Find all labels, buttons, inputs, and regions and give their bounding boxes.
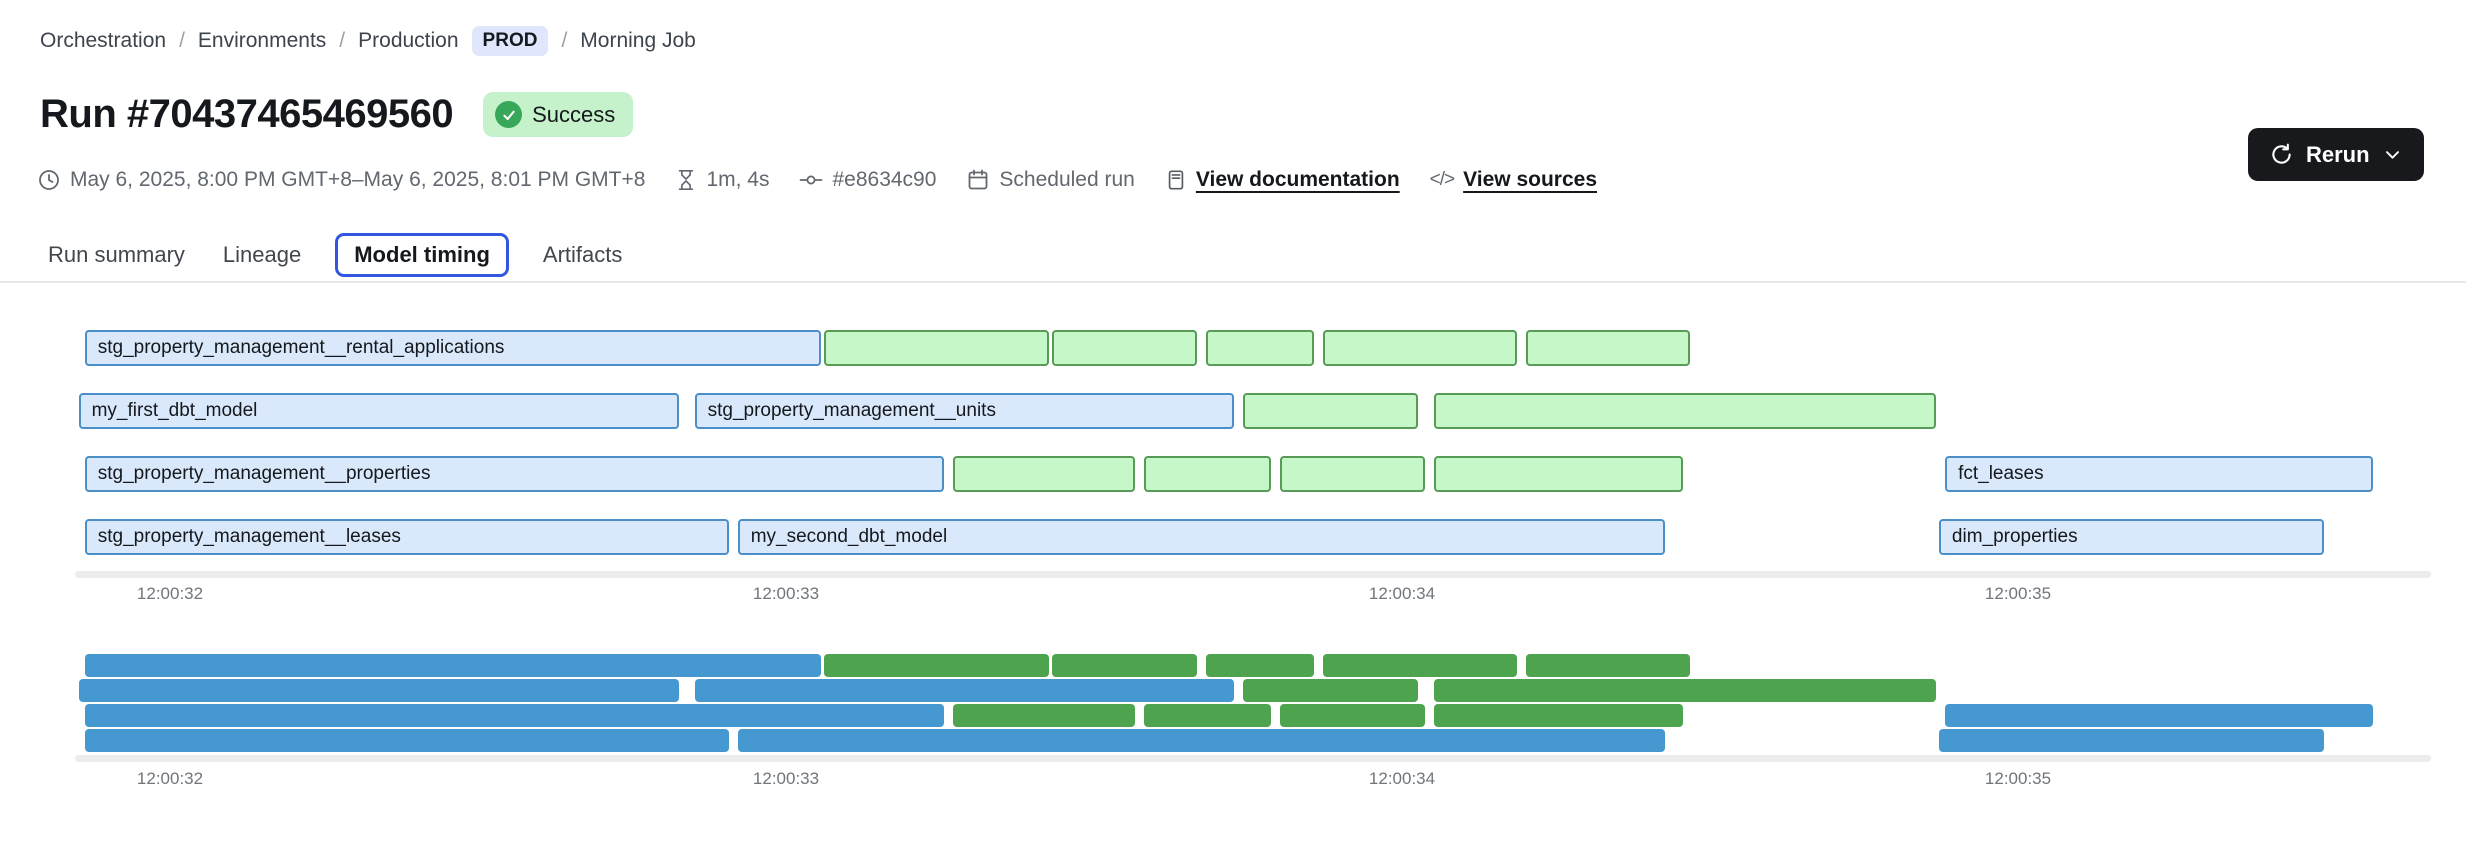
minimap-bar[interactable] xyxy=(78,679,680,702)
view-sources-link[interactable]: </> View sources xyxy=(1429,168,1598,191)
refresh-icon xyxy=(2272,143,2291,164)
tab-bar: Run summary Lineage Model timing Artifac… xyxy=(44,228,626,282)
time-tick-label: 12:00:33 xyxy=(752,769,820,788)
gantt-bar[interactable] xyxy=(1433,393,1936,429)
run-trigger: Scheduled run xyxy=(966,168,1135,192)
model-name-label: fct_leases xyxy=(1958,463,2044,484)
gantt-bar[interactable] xyxy=(1279,456,1425,492)
minimap-bar[interactable] xyxy=(1144,704,1271,727)
gantt-bar[interactable]: dim_properties xyxy=(1938,519,2324,555)
environment-badge: PROD xyxy=(471,26,549,56)
gantt-bar[interactable] xyxy=(1051,330,1197,366)
status-badge: Success xyxy=(483,92,634,137)
breadcrumb-separator: / xyxy=(179,29,185,52)
model-name-label: my_first_dbt_model xyxy=(91,400,258,421)
breadcrumb-separator: / xyxy=(561,29,568,52)
minimap-bar[interactable] xyxy=(1945,704,2374,727)
commit-sha: #e8634c90 xyxy=(799,168,936,192)
gantt-scrollbar[interactable] xyxy=(75,571,2431,578)
model-name-label: stg_property_management__units xyxy=(707,400,996,421)
page-title: Run #70437465469560 xyxy=(40,92,454,136)
minimap-bar[interactable] xyxy=(1279,704,1425,727)
run-meta: May 6, 2025, 8:00 PM GMT+8–May 6, 2025, … xyxy=(37,168,1597,192)
model-name-label: stg_property_management__leases xyxy=(97,526,401,547)
minimap-bar[interactable] xyxy=(737,729,1665,752)
minimap-bar[interactable] xyxy=(1322,654,1518,677)
minimap-bar[interactable] xyxy=(84,654,821,677)
breadcrumb-morning-job[interactable]: Morning Job xyxy=(580,29,696,52)
rerun-label: Rerun xyxy=(2306,141,2370,167)
clock-icon xyxy=(39,170,59,190)
minimap-bar[interactable] xyxy=(953,704,1136,727)
model-name-label: stg_property_management__rental_applicat… xyxy=(97,337,505,358)
minimap-bar[interactable] xyxy=(1433,704,1684,727)
breadcrumb-separator: / xyxy=(339,29,346,52)
chevron-down-icon xyxy=(2385,151,2399,159)
rerun-button[interactable]: Rerun xyxy=(2248,128,2424,181)
document-icon xyxy=(1168,170,1184,190)
breadcrumb: Orchestration / Environments / Productio… xyxy=(40,26,696,56)
gantt-bar[interactable]: my_first_dbt_model xyxy=(78,393,680,429)
gantt-bar[interactable]: stg_property_management__rental_applicat… xyxy=(84,330,821,366)
model-name-label: dim_properties xyxy=(1951,526,2078,547)
minimap-bar[interactable] xyxy=(1433,679,1936,702)
gantt-bar[interactable]: my_second_dbt_model xyxy=(737,519,1665,555)
tab-artifacts[interactable]: Artifacts xyxy=(542,242,623,267)
minimap-bar[interactable] xyxy=(694,679,1234,702)
time-tick-label: 12:00:32 xyxy=(136,769,204,788)
tab-model-timing[interactable]: Model timing xyxy=(335,233,509,277)
minimap-bar[interactable] xyxy=(1938,729,2324,752)
gantt-bar[interactable] xyxy=(823,330,1049,366)
status-label: Success xyxy=(532,101,616,127)
tab-run-summary[interactable]: Run summary xyxy=(48,242,185,267)
minimap-bar[interactable] xyxy=(823,654,1049,677)
run-time-range: May 6, 2025, 8:00 PM GMT+8–May 6, 2025, … xyxy=(37,168,645,192)
tabs-divider xyxy=(0,281,2466,283)
view-documentation-link[interactable]: View documentation xyxy=(1165,168,1400,192)
breadcrumb-production[interactable]: Production xyxy=(358,29,459,52)
gantt-bar[interactable]: stg_property_management__leases xyxy=(84,519,729,555)
gantt-bar[interactable] xyxy=(1322,330,1518,366)
breadcrumb-environments[interactable]: Environments xyxy=(197,29,327,52)
minimap-bar[interactable] xyxy=(1205,654,1314,677)
minimap-bar[interactable] xyxy=(1242,679,1419,702)
header: Run #70437465469560 Success xyxy=(40,92,634,137)
calendar-icon xyxy=(969,169,988,190)
gantt-bar[interactable]: stg_property_management__properties xyxy=(84,456,945,492)
model-name-label: my_second_dbt_model xyxy=(750,526,948,547)
minimap-scrollbar[interactable] xyxy=(75,755,2431,762)
gantt-bar[interactable] xyxy=(1242,393,1419,429)
gantt-bar[interactable] xyxy=(1526,330,1690,366)
breadcrumb-orchestration[interactable]: Orchestration xyxy=(40,29,167,52)
check-icon xyxy=(495,101,523,128)
gantt-bar[interactable] xyxy=(953,456,1136,492)
time-tick-label: 12:00:35 xyxy=(1984,584,2052,603)
code-icon: </> xyxy=(1429,169,1456,190)
gantt-bar[interactable] xyxy=(1433,456,1684,492)
gantt-bar[interactable]: fct_leases xyxy=(1945,456,2374,492)
hourglass-icon xyxy=(679,170,694,190)
commit-icon xyxy=(800,175,823,185)
minimap-bar[interactable] xyxy=(84,729,729,752)
time-tick-label: 12:00:33 xyxy=(752,584,820,603)
minimap-bar[interactable] xyxy=(84,704,945,727)
tab-lineage[interactable]: Lineage xyxy=(222,242,302,267)
minimap-bar[interactable] xyxy=(1526,654,1690,677)
time-tick-label: 12:00:35 xyxy=(1984,769,2052,788)
model-name-label: stg_property_management__properties xyxy=(97,463,431,484)
gantt-bar[interactable] xyxy=(1144,456,1271,492)
minimap-bar[interactable] xyxy=(1051,654,1197,677)
time-tick-label: 12:00:34 xyxy=(1368,769,1436,788)
time-tick-label: 12:00:34 xyxy=(1368,584,1436,603)
run-duration: 1m, 4s xyxy=(675,168,769,192)
time-tick-label: 12:00:32 xyxy=(136,584,204,603)
gantt-bar[interactable] xyxy=(1205,330,1314,366)
gantt-bar[interactable]: stg_property_management__units xyxy=(694,393,1234,429)
